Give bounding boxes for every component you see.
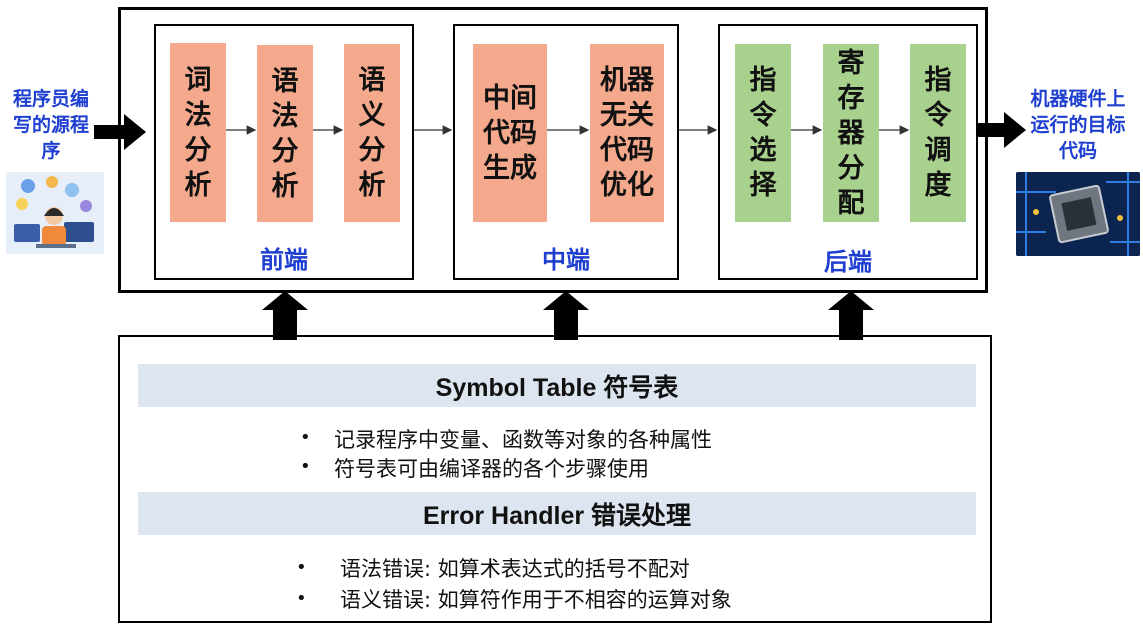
up-arrow-middle bbox=[543, 291, 589, 340]
output-arrow bbox=[970, 112, 1026, 148]
source-program-label: 程序员编写的源程序 bbox=[12, 88, 89, 162]
support-panel bbox=[118, 335, 992, 623]
middle-label: 中端 bbox=[542, 246, 590, 274]
bullet-dot: • bbox=[300, 427, 311, 448]
instruction-scheduling-box: 指令调度 bbox=[910, 44, 966, 222]
target-code-label: 机器硬件上运行的目标代码 bbox=[1030, 88, 1126, 162]
symbol-table-title: Symbol Table 符号表 bbox=[138, 364, 976, 407]
chip-illustration bbox=[1016, 172, 1140, 256]
error-handler-title: Error Handler 错误处理 bbox=[138, 492, 976, 535]
symbol-table-bullet-2: 符号表可由编译器的各个步骤使用 bbox=[334, 457, 649, 481]
instruction-selection-box: 指令选择 bbox=[735, 44, 791, 222]
machine-independent-optimization-box: 机器无关代码优化 bbox=[590, 44, 664, 222]
up-arrow-frontend bbox=[262, 291, 308, 340]
ir-generation-box: 中间代码生成 bbox=[473, 44, 547, 222]
syntax-analysis-box: 语法分析 bbox=[257, 45, 313, 222]
up-arrow-backend bbox=[828, 291, 874, 340]
compiler-pipeline-frame bbox=[118, 7, 988, 293]
symbol-table-bullet-1: 记录程序中变量、函数等对象的各种属性 bbox=[334, 428, 712, 452]
frontend-label: 前端 bbox=[260, 246, 308, 274]
semantic-analysis-box: 语义分析 bbox=[344, 44, 400, 222]
error-handler-bullet-1: 语法错误: 如算术表达式的括号不配对 bbox=[340, 557, 690, 581]
bullet-dot: • bbox=[296, 557, 307, 578]
backend-label: 后端 bbox=[824, 248, 872, 276]
lexical-analysis-box: 词法分析 bbox=[170, 43, 226, 222]
error-handler-bullet-2: 语义错误: 如算符作用于不相容的运算对象 bbox=[340, 588, 732, 612]
bullet-dot: • bbox=[296, 588, 307, 609]
programmer-illustration bbox=[6, 172, 104, 254]
register-allocation-box: 寄存器分配 bbox=[823, 44, 879, 222]
bullet-dot: • bbox=[300, 456, 311, 477]
